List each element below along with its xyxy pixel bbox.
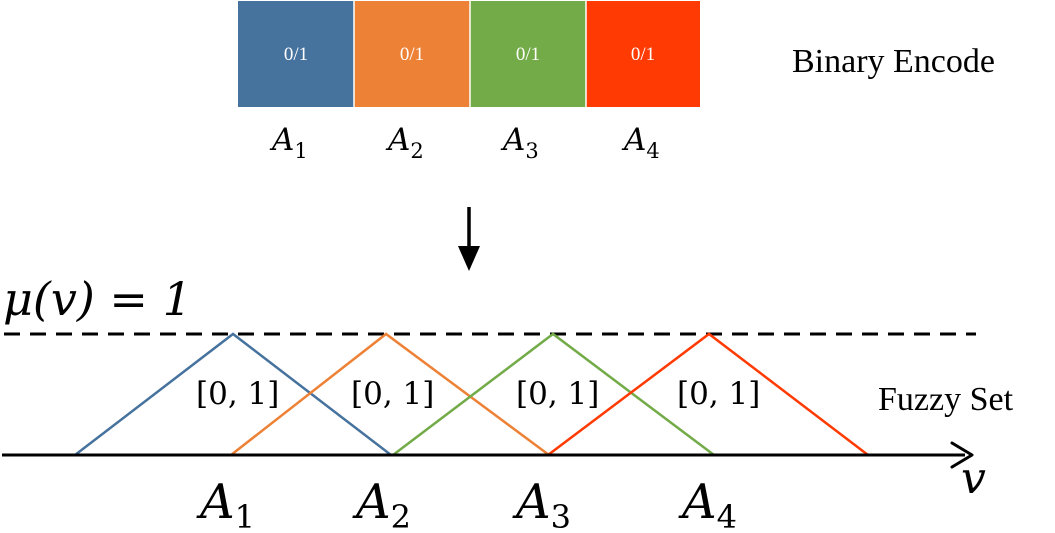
- binary-cell-1: [238, 1, 354, 107]
- fuzzy-triangles: [74, 332, 869, 457]
- interval-label-1: [0, 1]: [196, 376, 279, 412]
- axis-label-a4: A4: [678, 474, 737, 533]
- interval-labels: [0, 1] [0, 1] [0, 1] [0, 1]: [196, 376, 760, 412]
- fuzzy-set-a2-triangle: [230, 332, 550, 457]
- binary-encode-bar: 0/1 0/1 0/1 0/1: [238, 1, 700, 107]
- fuzzy-set-a1-triangle: [74, 332, 392, 456]
- binary-cell-3-value: 0/1: [516, 44, 540, 65]
- binary-cell-labels: A1 A2 A3 A4: [269, 122, 660, 163]
- axis-v-label: v: [961, 453, 986, 504]
- fuzzy-set-a4-triangle: [547, 332, 869, 456]
- binary-label-a2: A2: [385, 122, 424, 163]
- binary-cell-2-value: 0/1: [400, 44, 424, 65]
- axis-label-a3: A3: [512, 474, 571, 533]
- interval-label-4: [0, 1]: [677, 376, 760, 412]
- binary-cell-1-value: 0/1: [284, 44, 308, 65]
- axis-label-a2: A2: [352, 474, 411, 533]
- mu-label: μ(v) = 1: [3, 272, 192, 326]
- interval-label-2: [0, 1]: [351, 376, 434, 412]
- fuzzy-set-a3-triangle: [392, 332, 715, 456]
- fuzzy-set-axis-labels: A1 A2 A3 A4: [196, 474, 737, 533]
- v-axis: [2, 441, 974, 469]
- binary-label-a4: A4: [621, 122, 660, 163]
- binary-label-a1: A1: [269, 122, 308, 163]
- binary-cell-4: [586, 1, 700, 107]
- binary-cell-2: [354, 1, 470, 107]
- binary-cell-3: [470, 1, 586, 107]
- interval-label-3: [0, 1]: [516, 376, 599, 412]
- down-arrow-icon: [458, 207, 480, 271]
- binary-label-a3: A3: [500, 122, 539, 163]
- fuzzy-set-label: Fuzzy Set: [878, 381, 1014, 418]
- axis-label-a1: A1: [196, 474, 255, 533]
- binary-encode-label: Binary Encode: [792, 43, 995, 80]
- binary-cell-4-value: 0/1: [631, 44, 655, 65]
